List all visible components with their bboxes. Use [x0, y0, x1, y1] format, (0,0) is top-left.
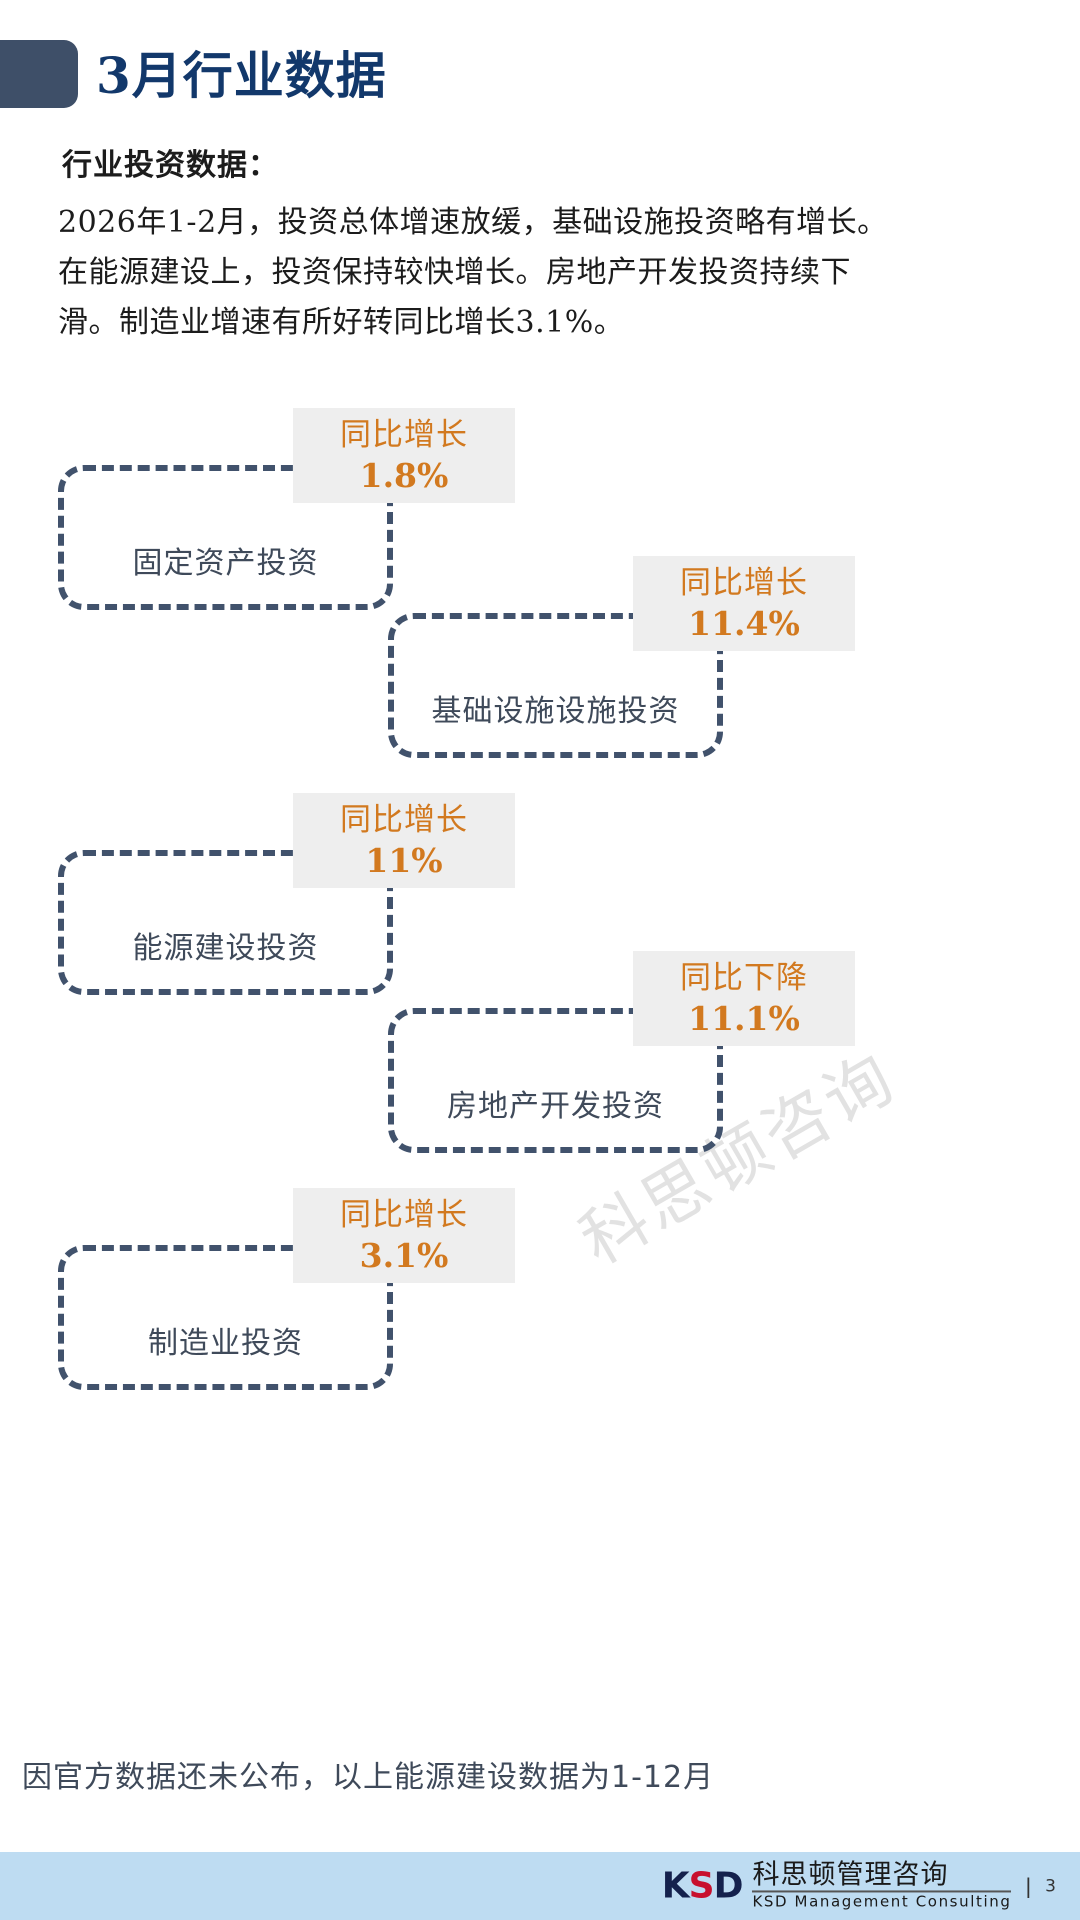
callout-change-label: 同比增长: [340, 1196, 468, 1233]
logo-letter-s: S: [688, 1865, 715, 1907]
brand-name-cn: 科思顿管理咨询: [752, 1861, 1012, 1893]
callout-change-label: 同比下降: [680, 959, 808, 996]
metric-label: 固定资产投资: [132, 545, 319, 581]
investment-diagram: 固定资产投资 同比增长 1.8% 基础设施设施投资 同比增长 11.4% 能源建…: [0, 400, 1080, 1680]
callout-change-label: 同比增长: [340, 416, 468, 453]
paragraph-line: 滑。制造业增速有所好转同比增长3.1%。: [58, 305, 625, 340]
metric-callout[interactable]: 同比下降 11.1%: [633, 951, 855, 1046]
brand-name-en: KSD Management Consulting: [752, 1892, 1012, 1911]
metric-box[interactable]: 能源建设投资: [58, 850, 393, 995]
page-footer: K S D 科思顿管理咨询 KSD Management Consulting …: [0, 1852, 1080, 1920]
metric-box[interactable]: 基础设施设施投资: [388, 613, 723, 758]
metric-callout[interactable]: 同比增长 11%: [293, 793, 515, 888]
metric-callout[interactable]: 同比增长 3.1%: [293, 1188, 515, 1283]
metric-box[interactable]: 固定资产投资: [58, 465, 393, 610]
footer-divider: |: [1025, 1873, 1032, 1898]
metric-box[interactable]: 制造业投资: [58, 1245, 393, 1390]
callout-value: 3.1%: [359, 1235, 449, 1275]
callout-value: 11%: [365, 840, 443, 880]
metric-label: 能源建设投资: [132, 930, 319, 966]
section-subtitle: 行业投资数据：: [62, 148, 279, 183]
logo-letter-k: K: [661, 1865, 690, 1907]
callout-value: 11.1%: [688, 998, 800, 1038]
callout-change-label: 同比增长: [340, 801, 468, 838]
paragraph-line: 2026年1-2月，投资总体增速放缓，基础设施投资略有增长。: [58, 205, 888, 240]
paragraph-line: 在能源建设上，投资保持较快增长。房地产开发投资持续下: [58, 255, 851, 290]
brand-text: 科思顿管理咨询 KSD Management Consulting: [752, 1861, 1012, 1911]
metric-callout[interactable]: 同比增长 1.8%: [293, 408, 515, 503]
footnote: 因官方数据还未公布，以上能源建设数据为1-12月: [22, 1760, 715, 1795]
logo-letter-d: D: [713, 1865, 744, 1907]
metric-box[interactable]: 房地产开发投资: [388, 1008, 723, 1153]
metric-label: 制造业投资: [148, 1325, 303, 1361]
metric-label: 基础设施设施投资: [431, 693, 680, 729]
callout-value: 1.8%: [359, 455, 449, 495]
page-number: 3: [1045, 1876, 1056, 1896]
page-title: 3月行业数据: [96, 46, 387, 105]
callout-value: 11.4%: [688, 603, 800, 643]
metric-callout[interactable]: 同比增长 11.4%: [633, 556, 855, 651]
body-paragraph: 2026年1-2月，投资总体增速放缓，基础设施投资略有增长。 在能源建设上，投资…: [58, 198, 1018, 348]
callout-change-label: 同比增长: [680, 564, 808, 601]
footer-brand: K S D 科思顿管理咨询 KSD Management Consulting …: [662, 1861, 1056, 1910]
ksd-logo-icon: K S D: [661, 1865, 744, 1907]
header-accent-tab: [0, 40, 78, 108]
page-header: 3月行业数据: [0, 40, 1080, 122]
metric-label: 房地产开发投资: [447, 1088, 664, 1124]
